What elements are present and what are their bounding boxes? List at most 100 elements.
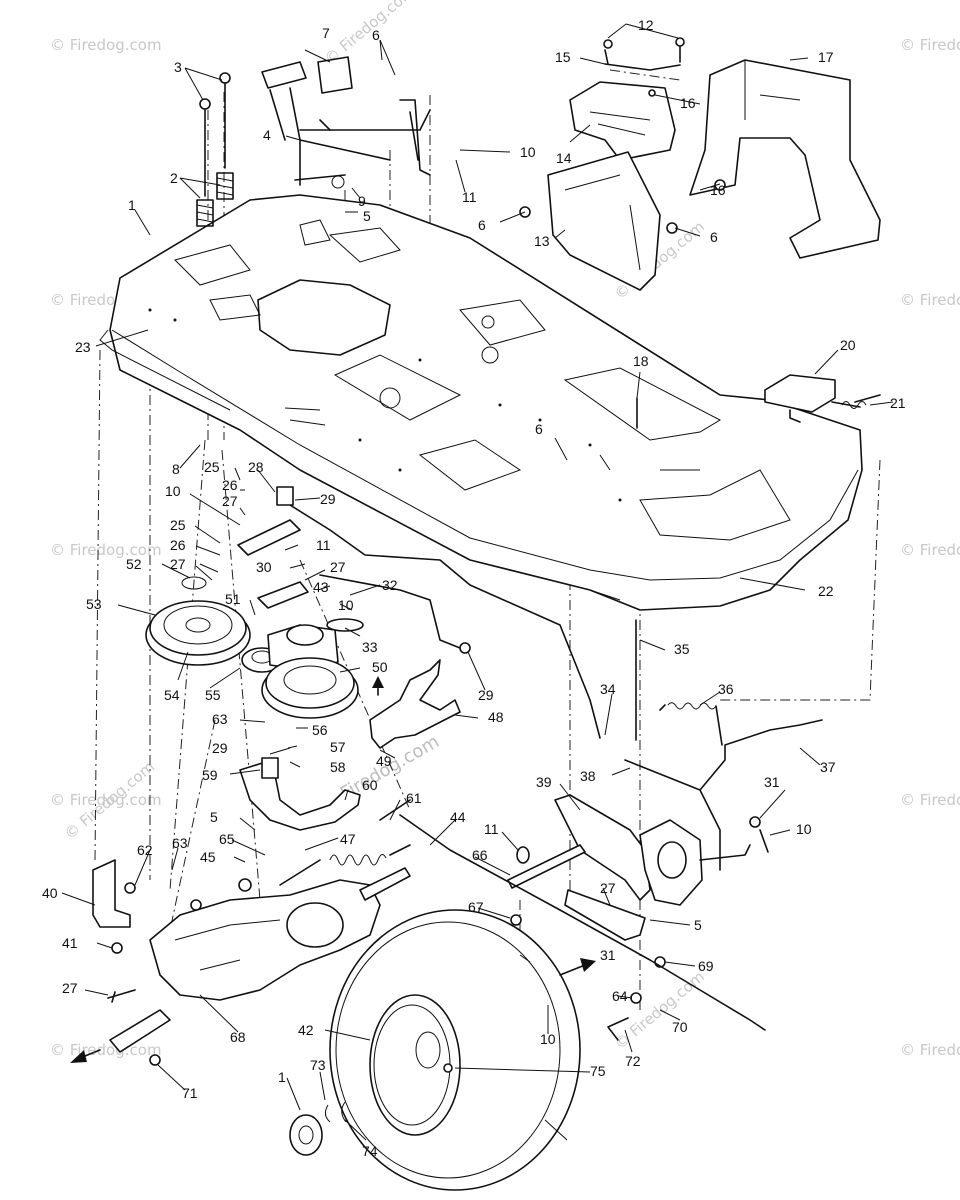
callout-label: 40 (42, 885, 58, 901)
callout-label: 27 (600, 880, 616, 896)
callout-label: 72 (625, 1053, 641, 1069)
lower-spring (279, 844, 411, 886)
callout-label: 6 (478, 217, 486, 233)
callout-label: 5 (210, 809, 218, 825)
watermark: © Firedog.com (900, 541, 960, 559)
callout-label: 4 (263, 127, 271, 143)
callout-label: 63 (212, 711, 228, 727)
callout-label: 14 (556, 150, 572, 166)
callout-label: 21 (890, 395, 906, 411)
callout-label: 10 (796, 821, 812, 837)
callout-label: 58 (330, 759, 346, 775)
callout-label: 16 (710, 182, 726, 198)
callout-label: 25 (170, 517, 186, 533)
callout-label: 33 (362, 639, 378, 655)
callout-label: 16 (680, 95, 696, 111)
callout-label: 12 (638, 17, 654, 33)
brake-assembly (554, 702, 823, 906)
callout-label: 6 (710, 229, 718, 245)
callout-label: 30 (256, 559, 272, 575)
callout-label: 10 (338, 597, 354, 613)
callout-label: 47 (340, 831, 356, 847)
callout-label: 37 (820, 759, 836, 775)
callout-label: 43 (313, 579, 329, 595)
callout-label: 10 (540, 1031, 556, 1047)
callout-label: 5 (363, 208, 371, 224)
callout-label: 5 (694, 917, 702, 933)
callout-label: 11 (462, 189, 477, 205)
callout-label: 53 (86, 596, 102, 612)
watermark: © Firedog.com (50, 1041, 162, 1059)
callout-label: 13 (534, 233, 550, 249)
pulley-assembly (145, 576, 364, 719)
callout-label: 25 (204, 459, 220, 475)
callout-label: 10 (520, 144, 536, 160)
callout-label: 3 (174, 59, 182, 75)
frame-assembly (99, 194, 863, 611)
callout-label: 52 (126, 556, 142, 572)
callout-label: 59 (202, 767, 218, 783)
callout-label: 66 (472, 847, 488, 863)
callout-label: 68 (230, 1029, 246, 1045)
callout-label: 11 (484, 821, 499, 837)
callout-label: 10 (165, 483, 181, 499)
callout-label: 62 (137, 842, 153, 858)
callout-label: 41 (62, 935, 78, 951)
callout-label: 74 (362, 1143, 378, 1159)
callout-label: 29 (212, 740, 228, 756)
callout-label: 67 (468, 899, 484, 915)
callout-label: 42 (298, 1022, 314, 1038)
callout-label: 23 (75, 339, 91, 355)
callout-label: 1 (278, 1069, 286, 1085)
callout-label: 75 (590, 1063, 606, 1079)
brake-parts (507, 844, 666, 1004)
callout-label: 70 (672, 1019, 688, 1035)
callout-label: 20 (840, 337, 856, 353)
callout-label: 27 (330, 559, 346, 575)
callout-label: 73 (310, 1057, 326, 1073)
watermark: © Firedog.com (900, 1041, 960, 1059)
callout-label: 65 (219, 831, 235, 847)
callout-label: 36 (718, 681, 734, 697)
callout-labels: 1 2 3 4 7 6 12 15 17 16 10 11 14 16 6 13… (42, 17, 906, 1159)
callout-label: 56 (312, 722, 328, 738)
callout-label: 31 (764, 774, 780, 790)
transaxle (109, 867, 411, 1066)
callout-label: 35 (674, 641, 690, 657)
callout-label: 50 (372, 659, 388, 675)
callout-label: 6 (372, 27, 380, 43)
callout-label: 18 (633, 353, 649, 369)
callout-label: 57 (330, 739, 346, 755)
callout-label: 51 (225, 591, 241, 607)
callout-label: 26 (222, 477, 238, 493)
callout-label: 28 (248, 459, 264, 475)
callout-label: 22 (818, 583, 834, 599)
callout-label: 60 (362, 777, 378, 793)
watermark: © Firedog.com (321, 0, 418, 68)
callout-label: 2 (170, 170, 178, 186)
watermark: © Firedog.com (900, 36, 960, 54)
callout-label: 69 (698, 958, 714, 974)
callout-label: 15 (555, 49, 571, 65)
callout-label: 45 (200, 849, 216, 865)
callout-label: 17 (818, 49, 834, 65)
wheel-tire (289, 909, 581, 1191)
callout-label: 27 (222, 493, 238, 509)
linkage-rods (276, 486, 637, 741)
callout-label: 34 (600, 681, 616, 697)
watermark: © Firedog.com (900, 291, 960, 309)
callout-label: 27 (170, 556, 186, 572)
transaxle-bracket (92, 859, 136, 1003)
callout-label: 39 (536, 774, 552, 790)
bolts-and-springs (196, 72, 234, 227)
watermark: © Firedog.com (900, 791, 960, 809)
watermark: © Firedog.com (611, 968, 708, 1053)
callout-label: 6 (535, 421, 543, 437)
callout-label: 26 (170, 537, 186, 553)
callout-label: 9 (358, 193, 366, 209)
callout-label: 1 (128, 197, 136, 213)
idler-brackets (237, 519, 309, 609)
callout-label: 29 (320, 491, 336, 507)
